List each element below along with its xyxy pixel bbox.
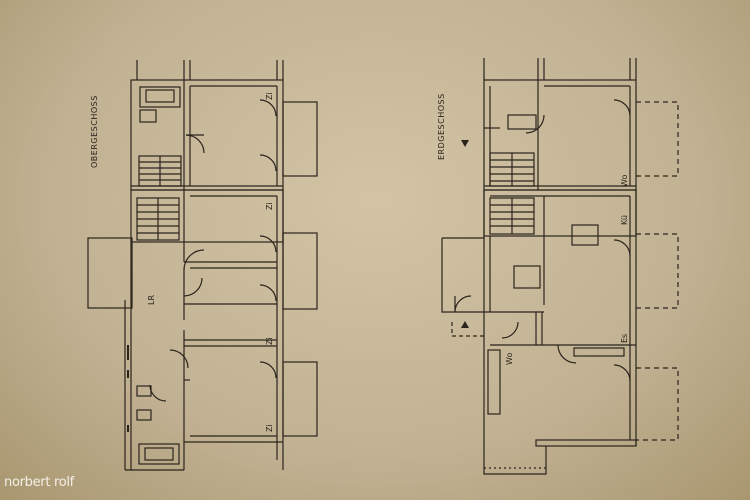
watermark-text: norbert rolf bbox=[4, 475, 74, 490]
entry-arrow-down-icon bbox=[461, 140, 469, 147]
right-floor-plan bbox=[441, 58, 679, 475]
entry-arrow-up-icon bbox=[461, 321, 469, 328]
left-floor-plan bbox=[87, 60, 318, 471]
